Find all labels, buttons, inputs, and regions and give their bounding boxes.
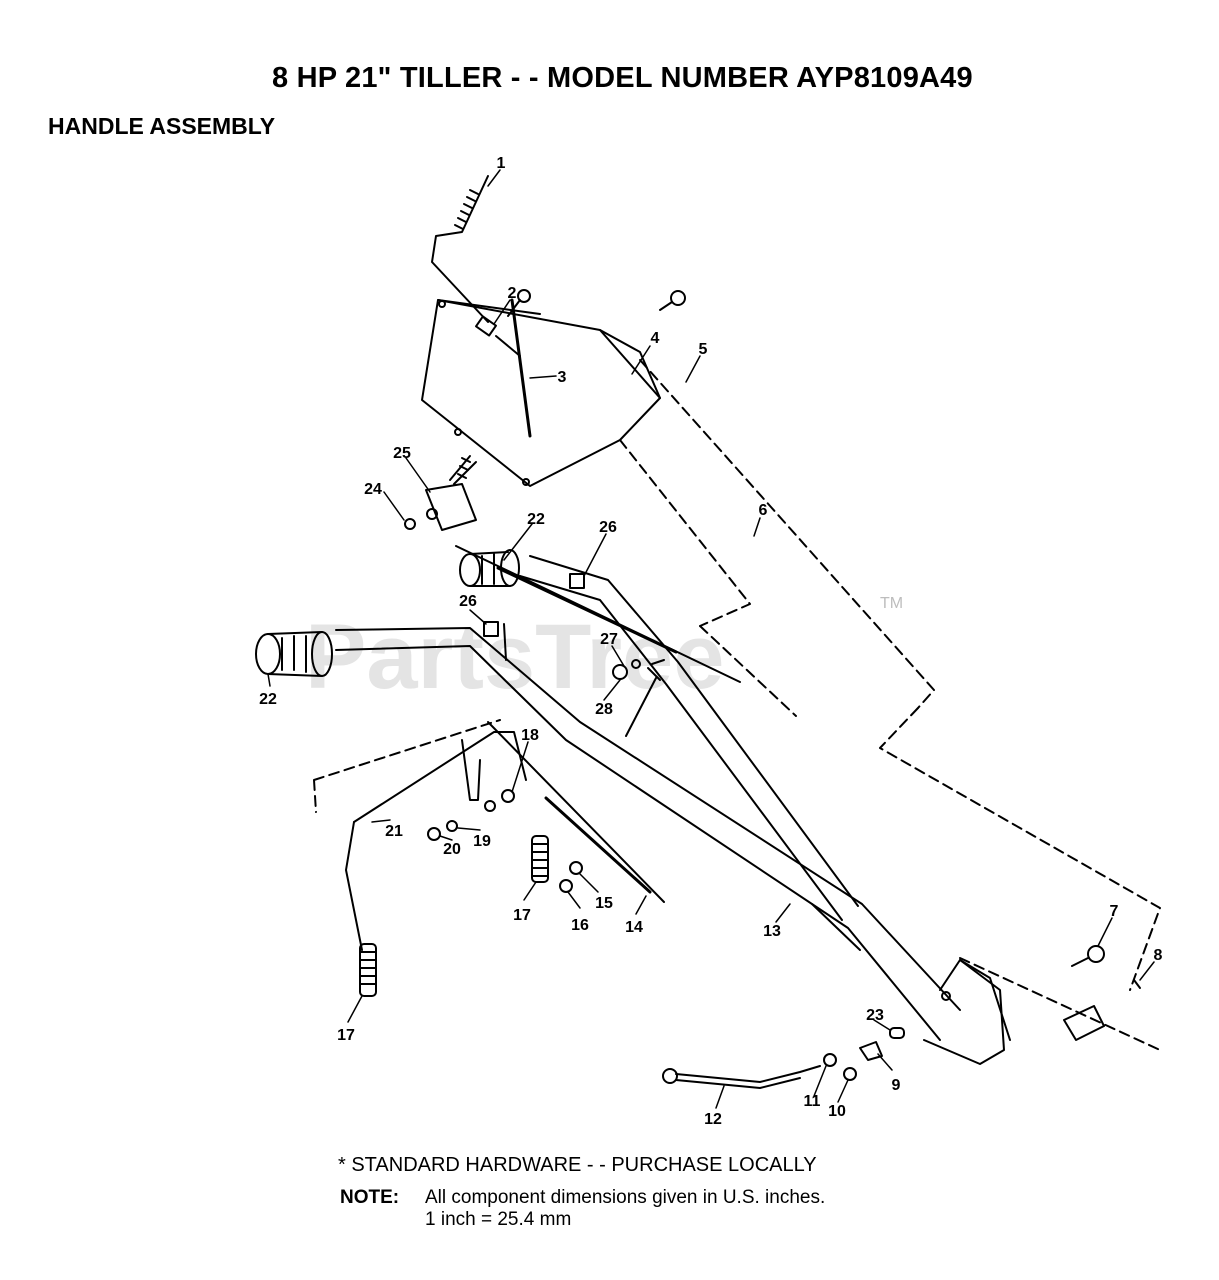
part-17-spring-lower (359, 943, 377, 997)
section-title: HANDLE ASSEMBLY (48, 113, 276, 139)
part-14-cable (455, 545, 741, 903)
part-5-screw (659, 290, 686, 311)
part-6-reference-outline (619, 359, 1161, 991)
part-2-ferrule (475, 315, 521, 357)
part-20-nut (427, 827, 441, 841)
note-line-1: All component dimensions given in U.S. i… (425, 1187, 826, 1208)
part-26-nuts (483, 573, 585, 661)
callout-12: 12 (704, 1111, 722, 1128)
callout-27: 27 (600, 631, 618, 648)
callout-14: 14 (625, 919, 643, 936)
callout-5: 5 (699, 341, 708, 358)
callout-6: 6 (759, 502, 768, 519)
watermark-tm: TM (880, 595, 903, 612)
callout-1: 1 (497, 155, 506, 172)
callout-18: 18 (521, 727, 539, 744)
callout-28: 28 (595, 701, 613, 718)
callout-labels: 1 2 3 4 5 6 7 8 9 10 11 12 13 14 15 16 1… (259, 155, 1162, 1128)
callout-15: 15 (595, 895, 613, 912)
callout-16: 16 (571, 917, 589, 934)
callout-26-left: 26 (459, 593, 477, 610)
page-title: 8 HP 21" TILLER - - MODEL NUMBER AYP8109… (272, 62, 973, 94)
callout-25: 25 (393, 445, 411, 462)
callout-22-left: 22 (259, 691, 277, 708)
note-line-2: 1 inch = 25.4 mm (425, 1209, 572, 1230)
part-21-linkage (313, 719, 527, 951)
part-13-handle-tube (335, 555, 961, 1041)
callout-17-upper: 17 (513, 907, 531, 924)
part-17-spring-upper (531, 835, 549, 883)
part-11-washer (823, 1053, 837, 1067)
part-16-nut (559, 879, 573, 893)
note-text: All component dimensions given in U.S. i… (425, 1187, 825, 1231)
part-12-shift-rod (662, 1065, 821, 1089)
part-25-bracket (425, 455, 477, 531)
callout-7: 7 (1110, 903, 1119, 920)
part-3-bolt (507, 289, 531, 317)
standard-hardware-note: * STANDARD HARDWARE - - PURCHASE LOCALLY (338, 1154, 817, 1176)
callout-10: 10 (828, 1103, 846, 1120)
part-22-grip-right (459, 549, 520, 587)
part-23-spacer (889, 1027, 905, 1039)
part-4-panel (421, 298, 661, 487)
leader-lines (267, 169, 1155, 1109)
callout-3: 3 (558, 369, 567, 386)
part-9-clip (859, 1041, 883, 1061)
part-27-28-fasteners (612, 659, 665, 737)
callout-2: 2 (508, 285, 517, 302)
diagram-lines (255, 169, 1161, 1109)
callout-23: 23 (866, 1007, 884, 1024)
callout-20: 20 (443, 841, 461, 858)
part-10-nut (843, 1067, 857, 1081)
callout-13: 13 (763, 923, 781, 940)
part-1-control-rod (431, 175, 489, 323)
callout-22-right: 22 (527, 511, 545, 528)
callout-9: 9 (892, 1077, 901, 1094)
part-7-bolt (1071, 945, 1105, 967)
part-8-pin (1063, 979, 1141, 1041)
callout-11: 11 (804, 1093, 821, 1110)
watermark: PartsTree (305, 606, 724, 708)
callout-4: 4 (651, 330, 660, 347)
part-24-nut (404, 518, 416, 530)
part-19-washer (446, 820, 458, 832)
callout-17-lower: 17 (337, 1027, 355, 1044)
note-label: NOTE: (340, 1187, 400, 1208)
callout-24: 24 (364, 481, 382, 498)
callout-26-right: 26 (599, 519, 617, 536)
callout-19: 19 (473, 833, 491, 850)
part-15-washer (569, 861, 583, 875)
lower-mount-bracket (923, 957, 1161, 1065)
callout-21: 21 (385, 823, 403, 840)
callout-8: 8 (1154, 947, 1163, 964)
